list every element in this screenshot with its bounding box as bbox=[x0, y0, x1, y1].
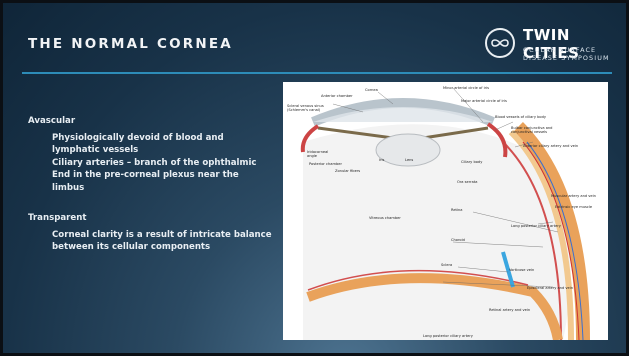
diagram-label: Choroid bbox=[451, 238, 465, 242]
diagram-label: Iridocorneal angle bbox=[307, 150, 337, 158]
diagram-label: Iris bbox=[379, 158, 384, 162]
section-heading-transparent: Transparent bbox=[28, 212, 273, 225]
diagram-label: Zonular fibers bbox=[335, 169, 360, 173]
logo-subtitle-1: OCULAR SURFACE bbox=[523, 46, 596, 54]
bullet-item: Physiologically devoid of blood and lymp… bbox=[52, 132, 273, 157]
diagram-label: Vorticose vein bbox=[509, 268, 534, 272]
section-heading-avascular: Avascular bbox=[28, 115, 273, 128]
diagram-label: Blood vessels of ciliary body bbox=[495, 115, 546, 119]
infinity-logo-icon bbox=[485, 28, 515, 58]
diagram-label: Ora serrata bbox=[457, 180, 477, 184]
diagram-label: Cornea bbox=[365, 88, 378, 92]
logo-subtitle-2: DISEASE SYMPOSIUM bbox=[523, 54, 610, 62]
bullet-item: Corneal clarity is a result of intricate… bbox=[52, 229, 273, 254]
diagram-label: Episcleral artery and vein bbox=[527, 286, 573, 290]
diagram-label: Retina bbox=[451, 208, 462, 212]
diagram-label: Anterior chamber bbox=[321, 94, 353, 98]
diagram-label: Long posterior ciliary artery bbox=[423, 334, 473, 338]
diagram-label: Muscular artery and vein bbox=[551, 194, 596, 198]
slide-title: THE NORMAL CORNEA bbox=[28, 36, 233, 52]
diagram-label: Anterior ciliary artery and vein bbox=[523, 144, 578, 148]
diagram-label: Posterior chamber bbox=[309, 162, 342, 166]
diagram-label: Vitreous chamber bbox=[369, 216, 401, 220]
eye-anatomy-diagram: Cornea Anterior chamber Scleral venous s… bbox=[283, 82, 608, 340]
slide-body: Avascular Physiologically devoid of bloo… bbox=[28, 115, 273, 254]
diagram-label: Ciliary body bbox=[461, 160, 483, 164]
diagram-label: Retinal artery and vein bbox=[489, 308, 530, 312]
diagram-label: Extrinsic eye muscle bbox=[555, 205, 592, 209]
diagram-label: Minor arterial circle of iris bbox=[443, 86, 489, 90]
diagram-label: Sclera bbox=[441, 263, 452, 267]
symposium-logo: TWIN CITIES OCULAR SURFACE DISEASE SYMPO… bbox=[485, 22, 615, 66]
diagram-label: Bulbar conjunctiva and conjunctival vess… bbox=[511, 126, 571, 134]
diagram-label: Major arterial circle of iris bbox=[461, 99, 507, 103]
diagram-label: Lens bbox=[405, 158, 413, 162]
eye-cross-section-illustration bbox=[283, 82, 608, 340]
diagram-label: Scleral venous sinus (Schlemm's canal) bbox=[287, 104, 329, 112]
bullet-item: Ciliary arteries – branch of the ophthal… bbox=[52, 157, 273, 170]
title-divider bbox=[22, 72, 612, 74]
bullet-item: End in the pre-corneal plexus near the l… bbox=[52, 169, 273, 194]
title-bar: THE NORMAL CORNEA TWIN CITIES OCULAR SUR… bbox=[0, 0, 629, 78]
diagram-label: Long posterior ciliary artery bbox=[511, 224, 561, 228]
